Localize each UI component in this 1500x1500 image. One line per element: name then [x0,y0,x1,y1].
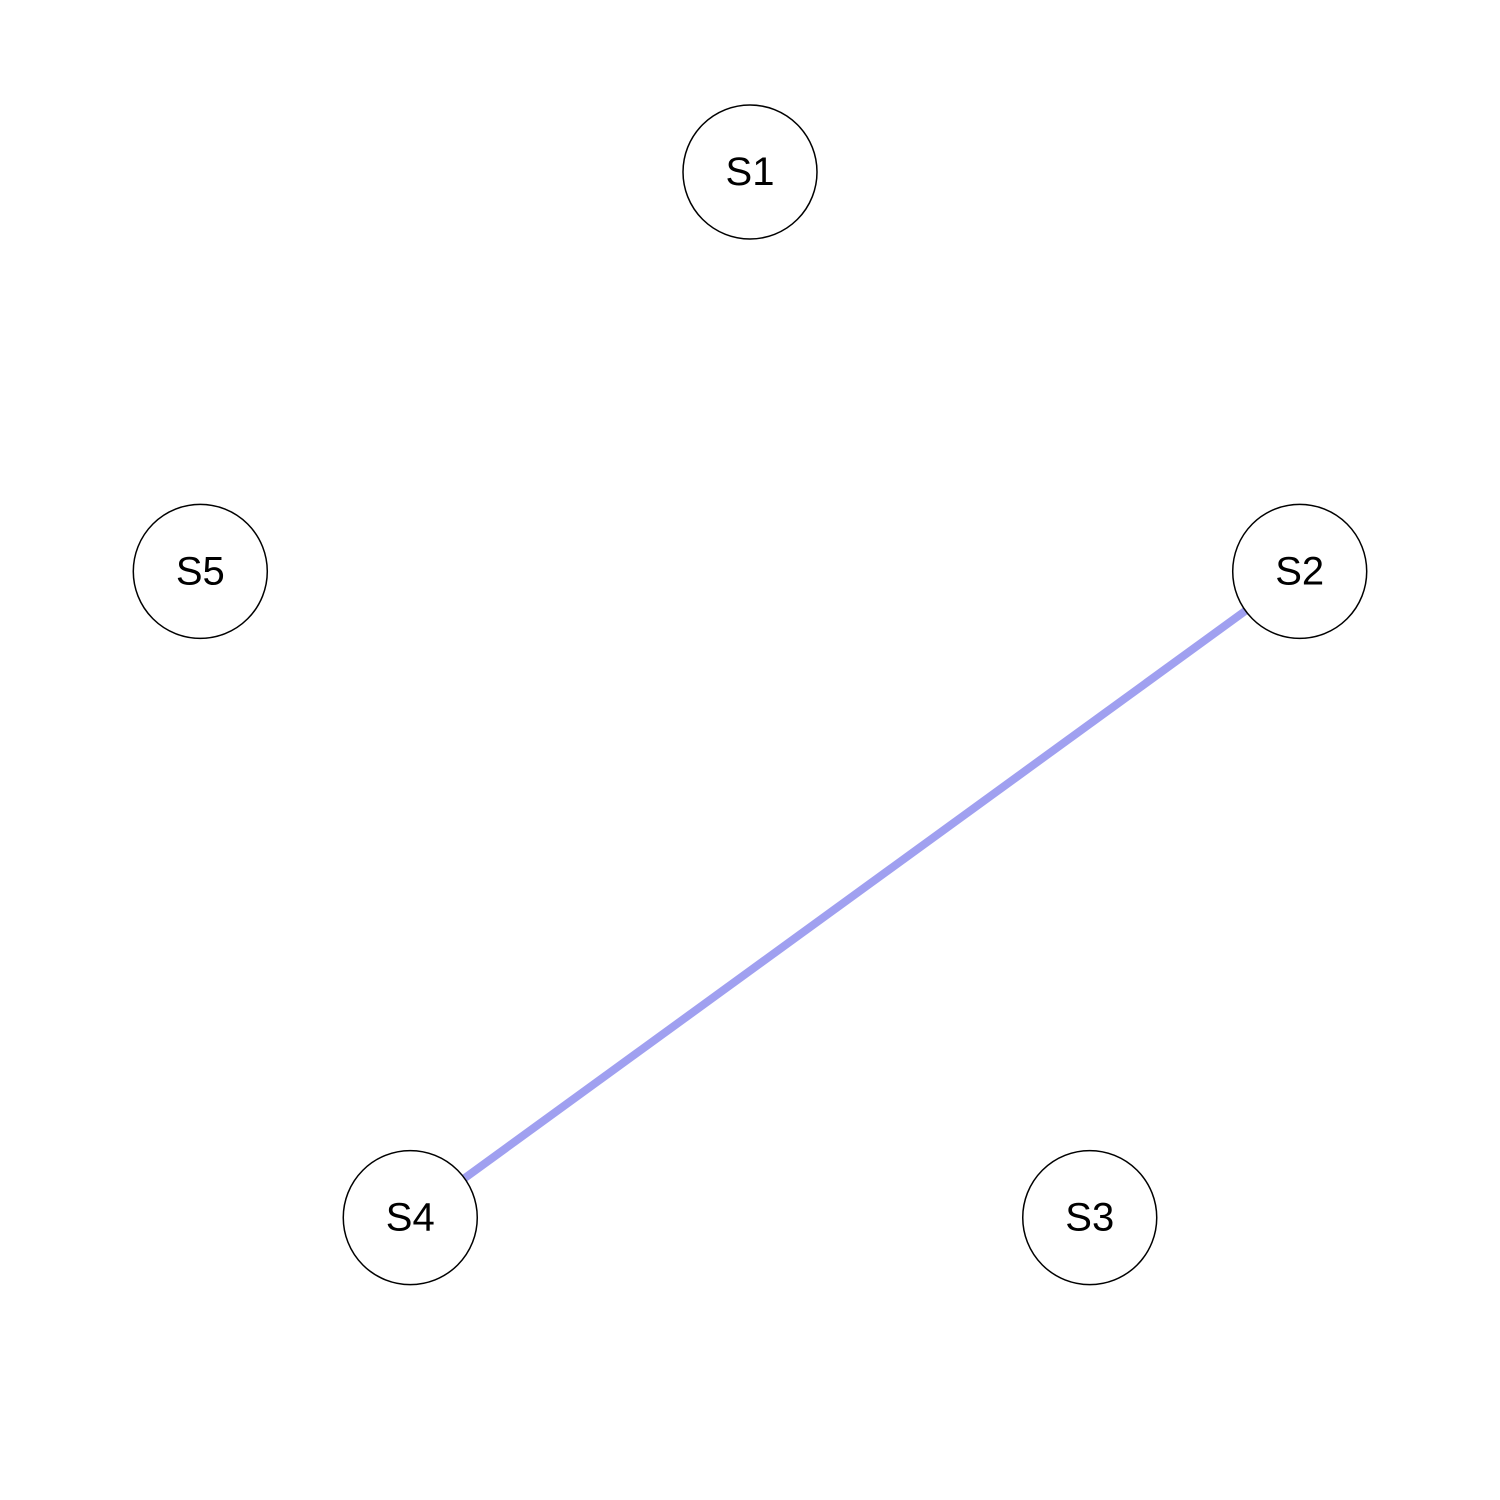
node-label: S3 [1065,1196,1114,1240]
node-s4: S4 [342,1149,479,1286]
node-label: S4 [386,1196,435,1240]
node-circle [1231,503,1368,640]
node-s3: S3 [1021,1149,1158,1286]
node-circle [342,1149,479,1286]
node-circle [682,104,818,240]
node-label: S1 [726,150,775,194]
node-s1: S1 [682,104,818,240]
node-circle [1021,1149,1158,1286]
node-s2: S2 [1231,503,1368,640]
node-label: S2 [1275,549,1324,593]
edge-s2-s4 [462,607,1248,1182]
node-s5: S5 [132,503,269,640]
edges-layer [462,607,1248,1182]
node-circle [132,503,269,640]
node-label: S5 [176,549,225,593]
